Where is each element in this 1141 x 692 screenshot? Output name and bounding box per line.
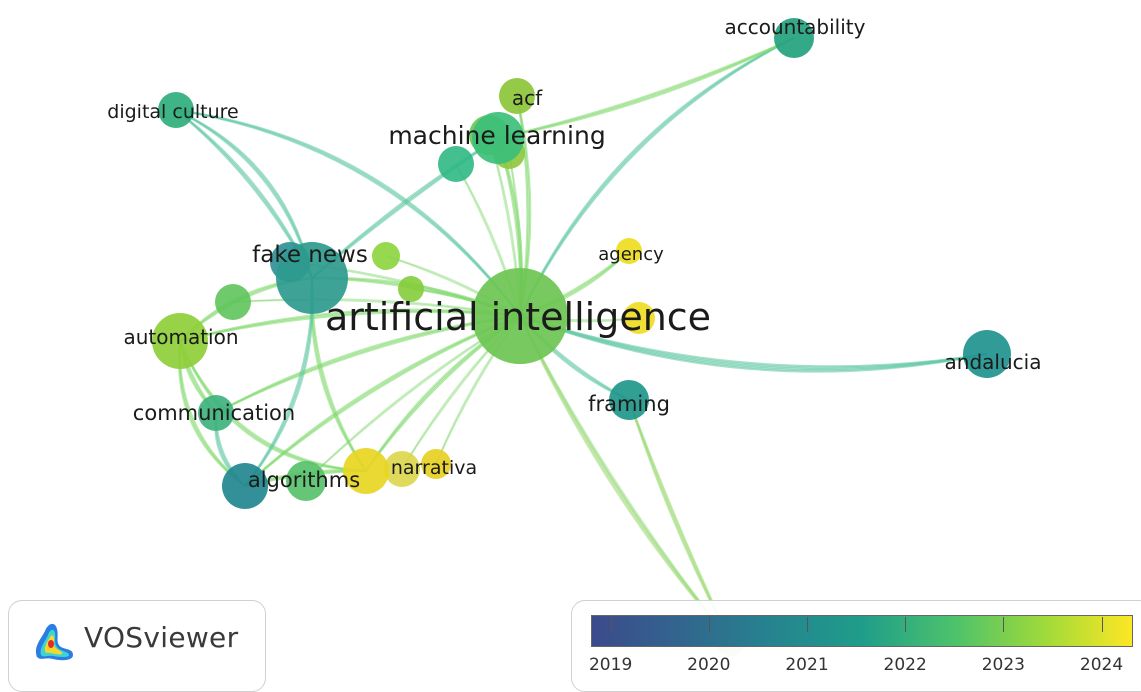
legend-year-label: 2020 <box>687 655 731 675</box>
node-automation[interactable] <box>152 313 208 369</box>
network-link <box>519 315 731 641</box>
minor-node[interactable] <box>286 461 326 501</box>
node-andalucia[interactable] <box>963 330 1011 378</box>
network-link <box>519 315 988 373</box>
network-link <box>519 315 731 641</box>
node-label-machine-learning: machine learning <box>388 121 605 150</box>
node-label-automation: automation <box>123 325 238 349</box>
node-digital-culture[interactable] <box>158 92 194 128</box>
minor-node[interactable] <box>398 276 424 302</box>
network-link <box>519 315 731 641</box>
node-label-acf: acf <box>512 86 543 110</box>
vosviewer-logo-icon <box>35 623 73 661</box>
minor-node[interactable] <box>421 449 451 479</box>
legend-year-label: 2019 <box>588 655 633 675</box>
minor-node[interactable] <box>372 242 400 270</box>
minor-node[interactable] <box>384 451 420 487</box>
node-label-narrativa: narrativa <box>391 457 477 479</box>
node-accountability[interactable] <box>774 18 814 58</box>
network-link <box>175 109 521 317</box>
node-label-andalucia: andalucia <box>945 350 1042 374</box>
node-label-accountability: accountability <box>725 15 866 39</box>
node-artificial-intelligence[interactable] <box>472 268 568 364</box>
legend-year-label: 2024 <box>1079 655 1124 675</box>
minor-node[interactable] <box>215 284 251 320</box>
network-link <box>519 37 795 317</box>
legend-tick <box>610 617 612 632</box>
legend-year-label: 2021 <box>785 655 829 675</box>
network-link <box>519 37 795 317</box>
node-agency[interactable] <box>616 238 642 264</box>
node-label-agency: agency <box>598 244 664 265</box>
legend-year-label: 2023 <box>981 655 1025 675</box>
minor-node[interactable] <box>438 146 474 182</box>
node-communication[interactable] <box>198 395 234 431</box>
legend-tick <box>1101 617 1103 632</box>
node-label-artificial-intelligence: artificial intelligence <box>325 295 711 339</box>
node-fake-news[interactable] <box>276 242 348 314</box>
node-label-digital-culture: digital culture <box>107 101 238 123</box>
network-link <box>519 37 795 317</box>
node-algorithms[interactable] <box>222 463 268 509</box>
node-label-fake-news: fake news <box>252 242 368 268</box>
node-acf[interactable] <box>499 78 535 114</box>
legend-tick <box>1003 617 1005 632</box>
minor-nodes-layer <box>215 115 746 656</box>
network-link <box>519 315 731 641</box>
minor-node[interactable] <box>623 302 655 334</box>
nodes-layer <box>152 18 1011 509</box>
network-link <box>519 315 731 641</box>
node-label-framing: framing <box>588 392 670 416</box>
network-link <box>497 37 795 139</box>
legend-tick <box>807 617 808 632</box>
legend-color-scale <box>591 615 1133 647</box>
network-link <box>179 340 367 472</box>
year-color-legend: 2019 2020 2021 2022 2023 2024 <box>571 600 1141 692</box>
node-machine-learning[interactable] <box>472 112 524 164</box>
vosviewer-logo-panel: VOSviewer <box>8 600 266 692</box>
legend-year-label: 2022 <box>883 655 927 675</box>
vosviewer-logo-text: VOSviewer <box>84 621 239 654</box>
node-label-algorithms: algorithms <box>248 468 360 492</box>
node-label-communication: communication <box>133 401 295 425</box>
legend-tick <box>708 617 710 632</box>
node-framing[interactable] <box>609 380 649 420</box>
legend-tick <box>905 617 907 632</box>
labels-layer: artificial intelligence fake news machine … <box>107 15 1041 492</box>
node-narrativa[interactable] <box>343 448 389 494</box>
